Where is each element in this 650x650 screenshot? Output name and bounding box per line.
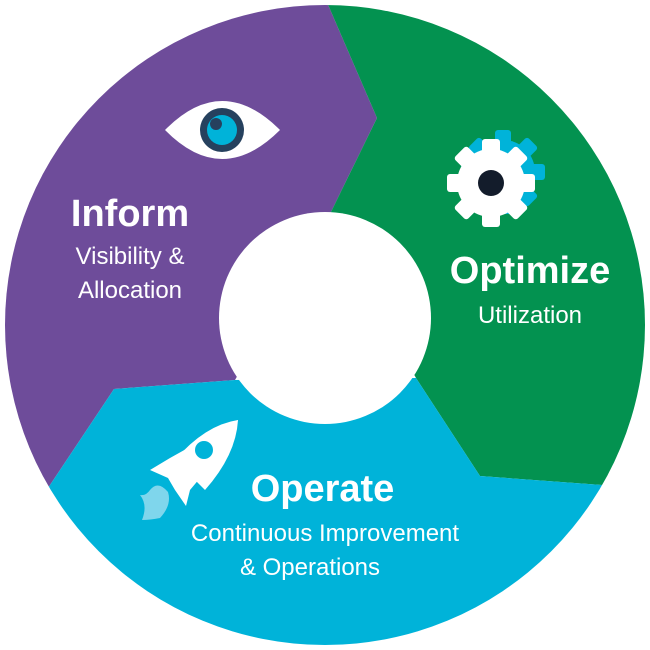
segment-optimize-label: Optimize Utilization [430,250,630,333]
inform-title: Inform [70,193,190,235]
segment-inform-label: Inform Visibility & Allocation [40,193,220,308]
inform-subtitle-line-1: Visibility & [75,243,185,270]
operate-subtitle-line-1: Continuous Improvement [190,520,460,547]
eye-icon [165,101,280,159]
gear-icon [447,130,545,227]
optimize-title: Optimize [449,250,611,292]
segment-optimize [326,5,645,490]
rocket-icon [140,420,238,520]
segment-inform [5,5,377,500]
optimize-subtitle-line-1: Utilization [477,302,583,329]
segment-operate [5,378,645,645]
segment-operate-label: Operate Continuous Improvement & Operati… [170,468,480,585]
inform-subtitle-line-2: Allocation [77,277,183,304]
operate-title: Operate [250,468,395,510]
operate-subtitle-line-2: & Operations [239,554,381,581]
center-hole [219,212,431,424]
